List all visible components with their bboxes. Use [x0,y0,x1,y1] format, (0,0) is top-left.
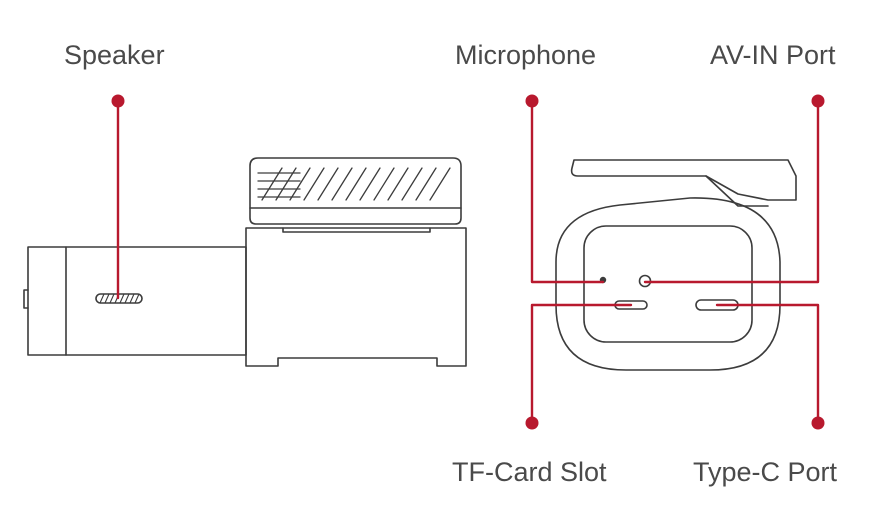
microphone-callout-dot [525,94,539,108]
microphone-label: Microphone [455,40,597,70]
tf-card-callout-dot [525,416,539,430]
av-in-port-label: AV-IN Port [710,40,836,70]
camera-body-side [65,246,247,356]
av-in-callout-dot [811,94,825,108]
rear-face-inner [583,225,753,343]
rear-view [555,159,797,371]
adhesive-plate-texture [257,167,451,201]
mount-arm [705,175,769,207]
type-c-port-label: Type-C Port [693,457,838,487]
speaker-callout-dot [111,94,125,108]
type-c-callout-dot [811,416,825,430]
mount-rail [282,227,431,233]
tf-card-callout-line [530,303,633,425]
microphone-callout-line [530,99,605,284]
type-c-callout-line [715,303,820,425]
rear-body-outer [555,197,781,371]
adhesive-plate [249,157,462,225]
tf-card-slot-label: TF-Card Slot [452,457,607,487]
camera-barrel [27,246,67,356]
side-view [23,157,467,367]
speaker-label: Speaker [64,40,165,70]
barrel-notch [23,289,29,309]
mount-housing [245,227,467,367]
mount-top [570,159,797,201]
av-in-callout-line [643,99,820,284]
callouts [111,94,825,430]
